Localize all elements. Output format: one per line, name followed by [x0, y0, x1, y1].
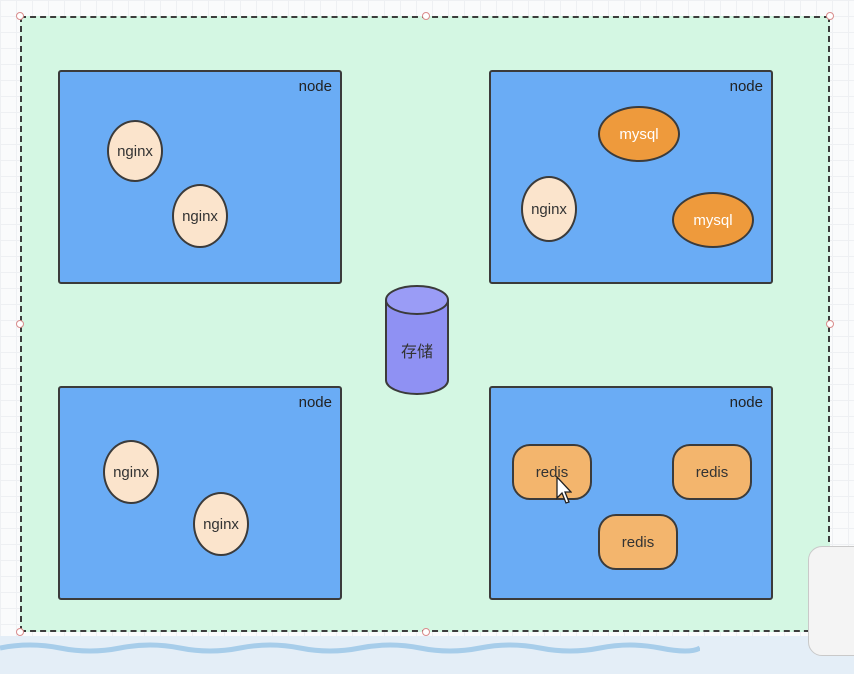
redis-pod[interactable]: redis: [672, 444, 752, 500]
node-box-1[interactable]: node: [58, 70, 342, 284]
nginx-pod[interactable]: nginx: [107, 120, 163, 182]
node-label: node: [298, 78, 332, 95]
node-label: node: [729, 78, 763, 95]
resize-handle-left[interactable]: [16, 320, 24, 328]
redis-pod[interactable]: redis: [598, 514, 678, 570]
node-box-2[interactable]: node: [489, 70, 773, 284]
node-label: node: [298, 394, 332, 411]
resize-handle-top-right[interactable]: [826, 12, 834, 20]
nginx-pod[interactable]: nginx: [521, 176, 577, 242]
node-box-3[interactable]: node: [58, 386, 342, 600]
resize-handle-top-left[interactable]: [16, 12, 24, 20]
side-panel-tab[interactable]: [808, 546, 854, 656]
nginx-pod[interactable]: nginx: [172, 184, 228, 248]
resize-handle-bottom-left[interactable]: [16, 628, 24, 636]
redis-pod[interactable]: redis: [512, 444, 592, 500]
database-icon: [385, 285, 449, 395]
resize-handle-right[interactable]: [826, 320, 834, 328]
bottom-strip: [0, 636, 854, 674]
storage-cylinder[interactable]: 存储: [384, 284, 450, 396]
mysql-pod[interactable]: mysql: [598, 106, 680, 162]
mysql-pod[interactable]: mysql: [672, 192, 754, 248]
node-label: node: [729, 394, 763, 411]
nginx-pod[interactable]: nginx: [103, 440, 159, 504]
resize-handle-top[interactable]: [422, 12, 430, 20]
storage-label: 存储: [400, 344, 433, 361]
nginx-pod[interactable]: nginx: [193, 492, 249, 556]
mouse-cursor-icon: [556, 476, 572, 504]
decorative-wave: [0, 642, 700, 654]
resize-handle-bottom[interactable]: [422, 628, 430, 636]
